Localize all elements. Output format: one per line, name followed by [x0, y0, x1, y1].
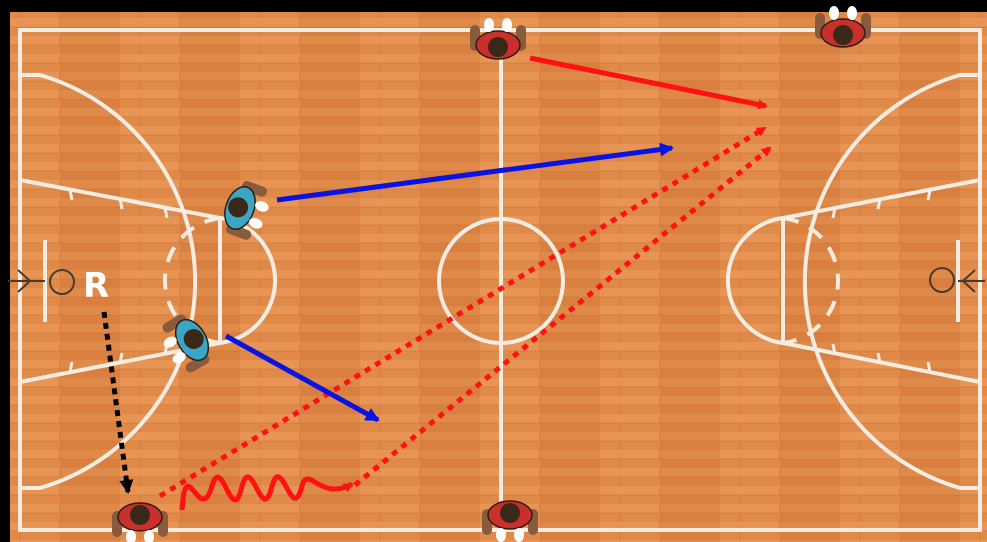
player-red-icon: [482, 500, 538, 542]
player-blue-icon: [162, 314, 210, 373]
pass-arrow: [529, 55, 768, 110]
pass-dotted-arrow: [353, 146, 772, 487]
right-basket-icon: [929, 267, 985, 293]
player-blue-icon: [224, 181, 269, 240]
play-lines: [101, 55, 772, 511]
players: [112, 6, 871, 542]
hash-marks: [68, 189, 932, 373]
cut-arrow: [224, 333, 380, 423]
player-red-icon: [815, 6, 871, 48]
pass-dotted-arrow: [158, 125, 767, 499]
court-floor: [10, 12, 987, 542]
screen-arrow: [101, 311, 134, 494]
marker-label: R: [83, 266, 109, 306]
cut-arrow: [276, 142, 674, 203]
dribble-arrow: [179, 474, 354, 511]
player-red-icon: [112, 502, 168, 542]
left-basket-icon: [8, 269, 75, 295]
player-red-icon: [470, 18, 526, 60]
